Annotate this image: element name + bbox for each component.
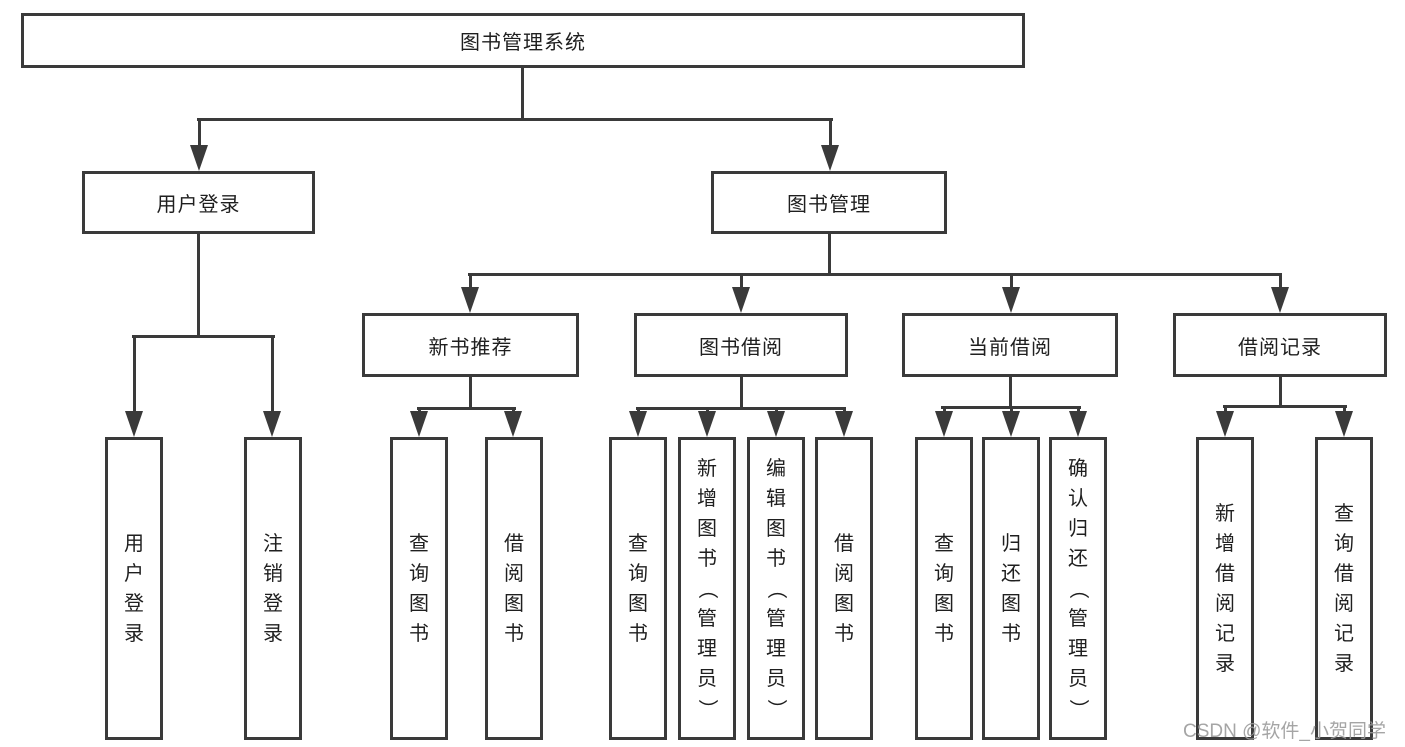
- arrowhead-leaf-user-login: [125, 411, 143, 437]
- node-current-borrow-label: 当前借阅: [968, 336, 1052, 359]
- connector-drop-leaf-logout: [271, 338, 274, 413]
- connector-drop-book-mgmt: [829, 121, 832, 149]
- connector-level3-spine: [468, 273, 1282, 276]
- arrowhead-d2: [1002, 411, 1020, 437]
- leaf-borrow-books-label: 借阅图书: [834, 532, 854, 645]
- connector-drop-d1: [943, 406, 946, 415]
- node-user-login-label: 用户登录: [156, 194, 241, 216]
- connector-drop-d2: [1010, 406, 1013, 415]
- leaf-query-borrow-record: 查询借阅记录: [1315, 437, 1373, 740]
- leaf-add-borrow-record: 新增借阅记录: [1196, 437, 1254, 740]
- leaf-query-books-recommend-label: 查询图书: [409, 532, 429, 645]
- arrowhead-borrow-records: [1271, 287, 1289, 313]
- arrowhead-user-login: [190, 145, 208, 171]
- arrowhead-d1: [935, 411, 953, 437]
- node-borrow-records-label: 借阅记录: [1238, 336, 1322, 359]
- arrowhead-current-borrow: [1002, 287, 1020, 313]
- leaf-query-books-borrow-label: 查询图书: [628, 532, 648, 645]
- leaf-query-books-borrow: 查询图书: [609, 437, 667, 740]
- node-new-book-recommend: 新书推荐: [362, 313, 579, 377]
- arrowhead-c4: [835, 411, 853, 437]
- arrowhead-c2: [698, 411, 716, 437]
- leaf-add-book-admin: 新增图书（管理员）: [678, 437, 736, 740]
- leaf-add-book-admin-label: 新增图书（管理员）: [696, 457, 718, 719]
- leaf-query-books-current-label: 查询图书: [934, 532, 954, 645]
- arrowhead-c1: [629, 411, 647, 437]
- csdn-watermark: CSDN @软件_小贺同学: [1183, 721, 1386, 742]
- arrowhead-c3: [767, 411, 785, 437]
- arrowhead-book-mgmt: [821, 145, 839, 171]
- connector-drop-e1: [1224, 405, 1227, 415]
- connector-drop-new-book: [469, 276, 472, 290]
- leaf-user-login: 用户登录: [105, 437, 163, 740]
- connector-drop-borrow-records: [1279, 276, 1282, 290]
- leaf-borrow-books: 借阅图书: [815, 437, 873, 740]
- connector-borrow-records-stem: [1279, 377, 1282, 408]
- leaf-user-login-label: 用户登录: [124, 532, 144, 645]
- connector-borrow-records-spine: [1223, 405, 1347, 408]
- connector-drop-d3: [1077, 406, 1080, 415]
- arrowhead-b2: [504, 411, 522, 437]
- connector-book-mgmt-stem: [828, 234, 831, 276]
- leaf-logout: 注销登录: [244, 437, 302, 740]
- connector-drop-current-borrow: [1010, 276, 1013, 290]
- node-book-mgmt-label: 图书管理: [787, 194, 871, 216]
- arrowhead-book-borrow: [732, 287, 750, 313]
- leaf-query-books-current: 查询图书: [915, 437, 973, 740]
- node-book-mgmt: 图书管理: [711, 171, 947, 234]
- arrowhead-b1: [410, 411, 428, 437]
- connector-new-book-stem: [469, 377, 472, 410]
- connector-drop-book-borrow: [740, 276, 743, 290]
- leaf-borrow-books-recommend-label: 借阅图书: [504, 532, 524, 645]
- arrowhead-d3: [1069, 411, 1087, 437]
- node-new-book-recommend-label: 新书推荐: [428, 336, 513, 359]
- node-book-borrow: 图书借阅: [634, 313, 848, 377]
- node-book-borrow-label: 图书借阅: [699, 336, 783, 359]
- connector-user-login-spine: [132, 335, 275, 338]
- arrowhead-new-book: [461, 287, 479, 313]
- connector-drop-e2: [1343, 405, 1346, 415]
- leaf-confirm-return-admin: 确认归还（管理员）: [1049, 437, 1107, 740]
- connector-user-login-stem: [197, 234, 200, 338]
- leaf-query-books-recommend: 查询图书: [390, 437, 448, 740]
- leaf-add-borrow-record-label: 新增借阅记录: [1215, 502, 1235, 675]
- leaf-confirm-return-admin-label: 确认归还（管理员）: [1067, 457, 1089, 719]
- leaf-return-book: 归还图书: [982, 437, 1040, 740]
- node-user-login: 用户登录: [82, 171, 315, 234]
- arrowhead-e2: [1335, 411, 1353, 437]
- connector-level2-spine: [197, 118, 833, 121]
- node-root: 图书管理系统: [21, 13, 1025, 68]
- node-root-label: 图书管理系统: [460, 32, 586, 54]
- connector-drop-user-login: [198, 121, 201, 149]
- leaf-borrow-books-recommend: 借阅图书: [485, 437, 543, 740]
- connector-new-book-spine: [417, 407, 516, 410]
- connector-book-borrow-spine: [636, 407, 846, 410]
- leaf-edit-book-admin: 编辑图书（管理员）: [747, 437, 805, 740]
- connector-book-borrow-stem: [740, 377, 743, 410]
- arrowhead-leaf-logout: [263, 411, 281, 437]
- connector-current-borrow-stem: [1009, 377, 1012, 409]
- arrowhead-e1: [1216, 411, 1234, 437]
- leaf-edit-book-admin-label: 编辑图书（管理员）: [765, 457, 787, 719]
- connector-root-stem: [521, 68, 524, 121]
- leaf-query-borrow-record-label: 查询借阅记录: [1334, 502, 1354, 675]
- node-borrow-records: 借阅记录: [1173, 313, 1387, 377]
- connector-drop-leaf-user-login: [133, 338, 136, 413]
- leaf-return-book-label: 归还图书: [1001, 532, 1021, 645]
- leaf-logout-label: 注销登录: [263, 532, 283, 645]
- node-current-borrow: 当前借阅: [902, 313, 1118, 377]
